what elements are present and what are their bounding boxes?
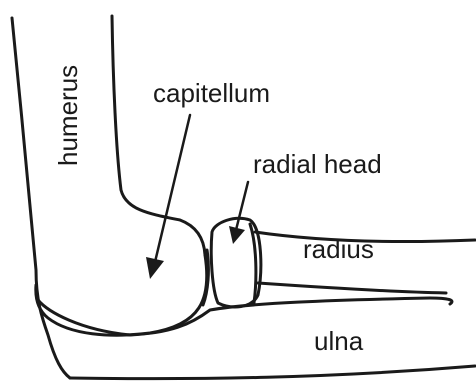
capitellum-arrowhead [146, 257, 164, 279]
radial-head-arrow [236, 182, 248, 230]
capitellum-outline [36, 255, 207, 335]
radius-label: radius [303, 236, 374, 262]
radial-head-arrowhead [229, 226, 245, 244]
humerus-label: humerus [55, 65, 81, 166]
humerus-inner-edge [112, 16, 205, 255]
radius-shaft-lower [258, 283, 446, 293]
ulna-label: ulna [314, 328, 363, 354]
radial-head-rim [250, 224, 256, 303]
capitellum-arrow [155, 115, 190, 262]
radial-head-label: radial head [253, 151, 382, 177]
ulna-upper-edge [38, 298, 452, 335]
capitellum-label: capitellum [153, 80, 270, 106]
ulna-lower-edge [70, 366, 475, 379]
